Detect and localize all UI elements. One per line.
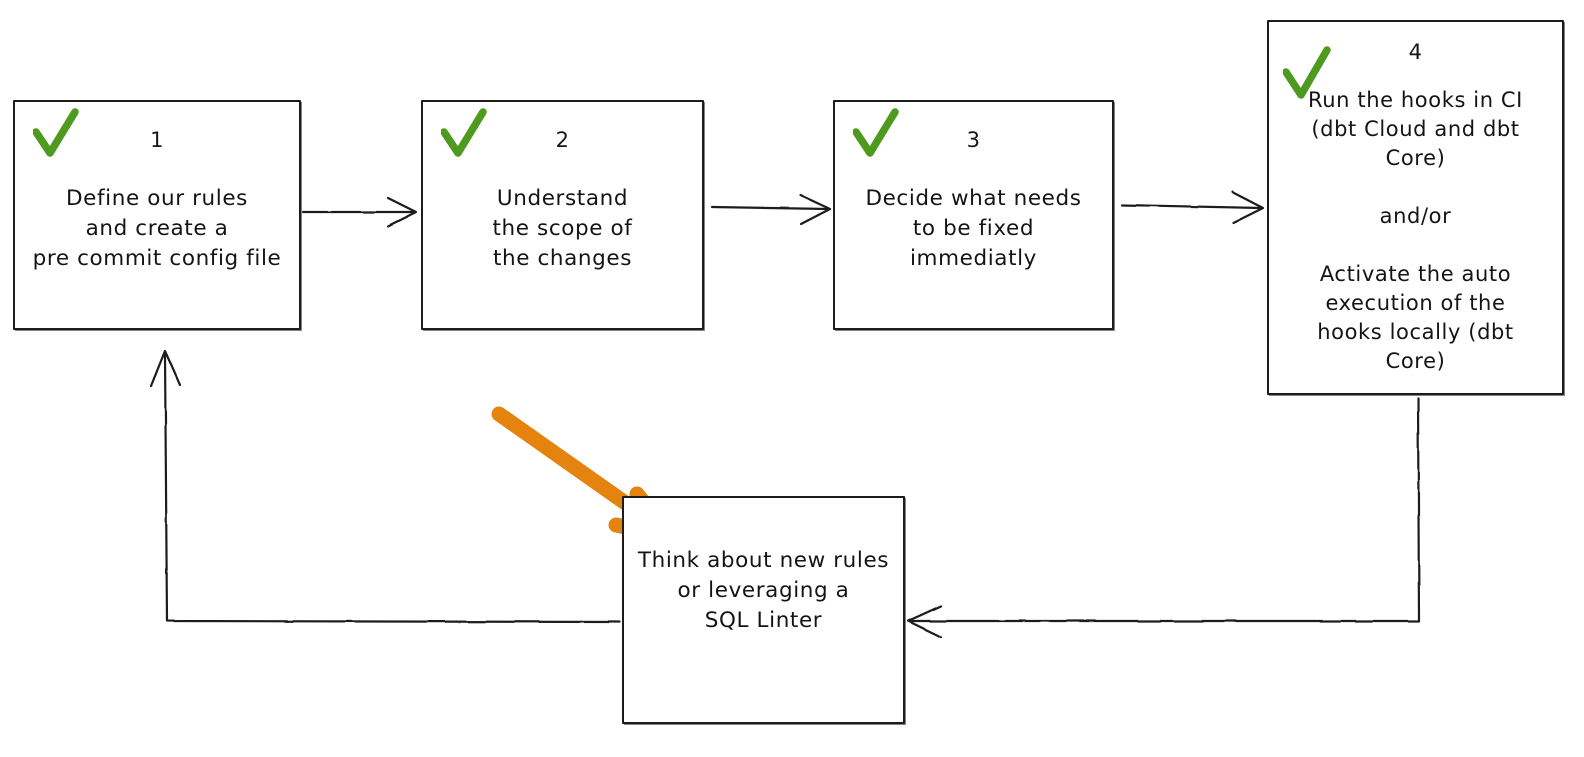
arrow-5-to-1 bbox=[149, 349, 622, 624]
step-number: 3 bbox=[966, 128, 981, 152]
step-description: Run the hooks in CI (dbt Cloud and dbt C… bbox=[1308, 88, 1523, 373]
step-description: Decide what needs to be fixed immediatly bbox=[865, 186, 1082, 271]
step-number: 1 bbox=[150, 128, 164, 152]
green-check-icon bbox=[1283, 46, 1331, 99]
step-number: 4 bbox=[1408, 40, 1423, 64]
flow-node-step-3[interactable]: 3 Decide what needs to be fixed immediat… bbox=[833, 100, 1114, 330]
step-description: Think about new rules or leveraging a SQ… bbox=[637, 548, 890, 633]
arrow-3-to-4 bbox=[1120, 190, 1265, 225]
arrow-4-to-5 bbox=[906, 396, 1421, 639]
step-description: Understand the scope of the changes bbox=[492, 186, 633, 271]
step-number: 2 bbox=[555, 128, 570, 152]
green-check-icon bbox=[33, 108, 79, 157]
green-check-icon bbox=[441, 108, 487, 157]
flow-node-step-2[interactable]: 2 Understand the scope of the changes bbox=[421, 100, 704, 330]
step-description: Define our rules and create a pre commit… bbox=[32, 186, 282, 271]
flow-node-step-4[interactable]: 4 Run the hooks in CI (dbt Cloud and dbt… bbox=[1267, 20, 1564, 395]
flow-node-new-rules[interactable]: Think about new rules or leveraging a SQ… bbox=[622, 496, 905, 724]
green-check-icon bbox=[853, 108, 899, 157]
arrow-2-to-3 bbox=[710, 193, 832, 226]
arrow-1-to-2 bbox=[301, 196, 418, 228]
flow-node-step-1[interactable]: 1 Define our rules and create a pre comm… bbox=[13, 100, 301, 330]
